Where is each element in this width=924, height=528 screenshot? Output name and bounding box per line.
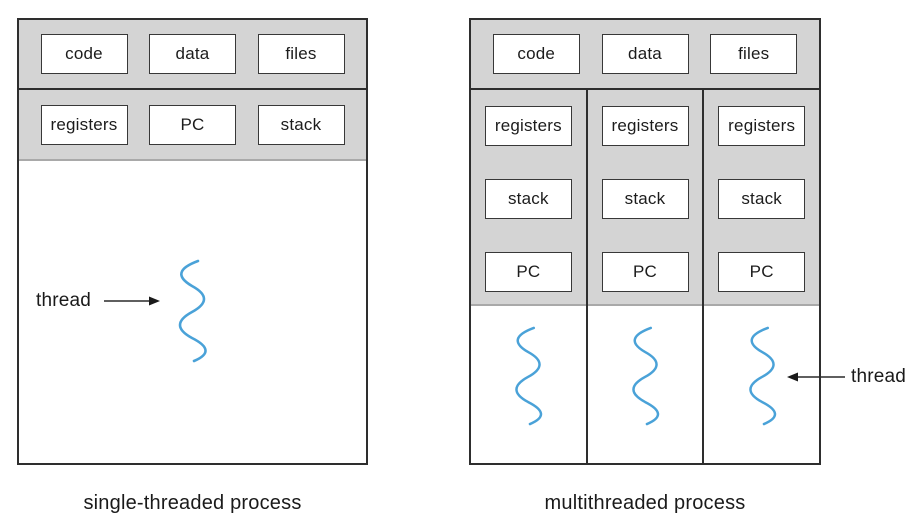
registers-box: registers — [601, 106, 689, 146]
single-threaded-caption: single-threaded process — [83, 492, 302, 514]
thread-column-1: registers stack PC — [471, 90, 588, 463]
pc-box: PC — [601, 252, 689, 292]
thread-2-area — [587, 306, 703, 463]
thread-squiggle-icon — [515, 326, 543, 426]
right-shared-resources-band: code data files — [471, 20, 819, 90]
thread-3-state-band: registers stack PC — [704, 90, 820, 306]
thread-3-area — [704, 306, 820, 463]
files-box: files — [257, 34, 345, 74]
multithreaded-process-diagram: code data files registers stack — [469, 18, 821, 465]
left-thread-label: thread — [36, 290, 92, 311]
stack-label: stack — [624, 189, 666, 208]
multithreaded-caption: multithreaded process — [544, 492, 746, 514]
registers-label: registers — [50, 114, 118, 134]
right-thread-label: thread — [851, 366, 907, 387]
thread-squiggle-icon — [178, 259, 207, 363]
pc-label: PC — [749, 262, 774, 281]
stack-label: stack — [280, 114, 322, 134]
registers-label: registers — [728, 116, 796, 135]
data-box: data — [149, 34, 236, 74]
registers-label: registers — [494, 116, 562, 135]
arrow-right-icon — [104, 296, 160, 306]
thread-column-2: registers stack PC — [587, 90, 705, 463]
registers-label: registers — [611, 116, 679, 135]
left-thread-state-band: registers PC stack — [19, 90, 366, 161]
stack-box: stack — [484, 179, 572, 219]
thread-1-state-band: registers stack PC — [471, 90, 586, 306]
code-label: code — [517, 44, 556, 63]
thread-squiggle-icon — [748, 326, 776, 426]
stack-box: stack — [257, 104, 345, 145]
thread-1-area — [471, 306, 586, 463]
pc-box: PC — [718, 252, 806, 292]
data-box: data — [601, 34, 689, 74]
single-threaded-process-diagram: code data files registers PC stack — [17, 18, 368, 465]
thread-2-state-band: registers stack PC — [587, 90, 703, 306]
pc-box: PC — [149, 104, 236, 145]
files-label: files — [285, 44, 317, 63]
files-label: files — [738, 44, 770, 63]
code-label: code — [65, 44, 103, 63]
left-shared-resources-band: code data files — [19, 20, 366, 90]
files-box: files — [710, 34, 798, 74]
stack-label: stack — [507, 189, 549, 208]
registers-box: registers — [484, 106, 572, 146]
arrow-left-icon — [787, 372, 845, 382]
thread-squiggle-icon — [632, 326, 660, 426]
registers-box: registers — [718, 106, 806, 146]
data-label: data — [175, 44, 210, 63]
pc-box: PC — [484, 252, 572, 292]
data-label: data — [628, 44, 662, 63]
thread-columns: registers stack PC — [471, 90, 820, 463]
code-box: code — [40, 34, 128, 74]
stack-box: stack — [601, 179, 689, 219]
pc-label: PC — [632, 262, 658, 281]
thread-column-3: registers stack PC — [704, 90, 820, 463]
stack-box: stack — [718, 179, 806, 219]
stack-label: stack — [741, 189, 783, 208]
code-box: code — [492, 34, 580, 74]
pc-label: PC — [180, 114, 205, 134]
pc-label: PC — [516, 262, 541, 281]
registers-box: registers — [40, 104, 128, 145]
